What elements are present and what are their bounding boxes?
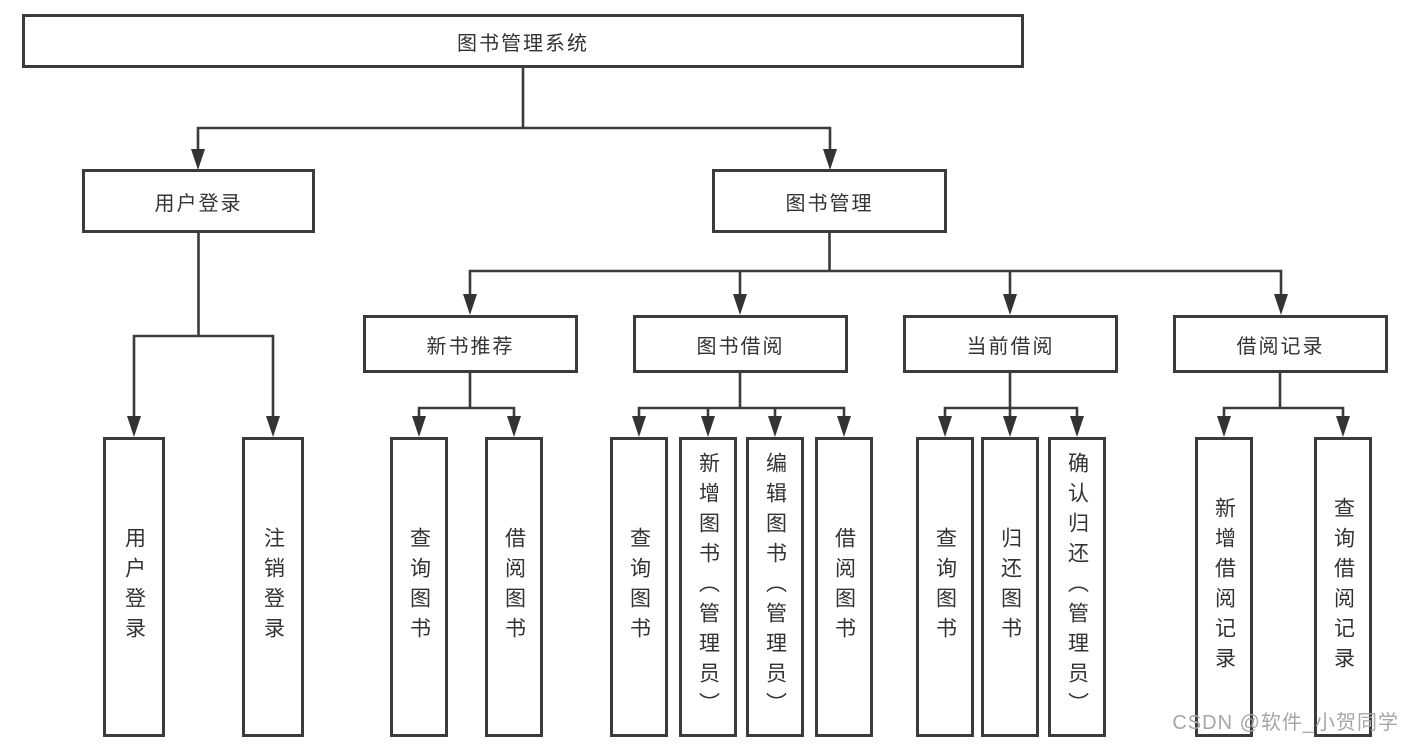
node-leaf-br-query-record: 查询借阅记录 xyxy=(1314,437,1372,737)
node-label: 用户登录 xyxy=(122,527,146,647)
watermark-text: CSDN @软件_小贺同学 xyxy=(1172,712,1399,734)
node-label: 图书管理 xyxy=(785,192,874,215)
node-label: 查询图书 xyxy=(627,527,651,647)
node-leaf-bb-borrow-books: 借阅图书 xyxy=(815,437,873,737)
node-leaf-nb-borrow-books: 借阅图书 xyxy=(485,437,543,737)
node-label: 查询图书 xyxy=(933,527,957,647)
node-label: 借阅图书 xyxy=(832,527,856,647)
node-label: 注销登录 xyxy=(261,527,285,647)
node-leaf-user-login: 用户登录 xyxy=(103,437,165,737)
node-label: 图书管理系统 xyxy=(457,32,589,55)
node-label: 用户登录 xyxy=(154,192,243,215)
node-label: 新增借阅记录 xyxy=(1212,497,1236,677)
node-label: 确认归还（管理员） xyxy=(1065,452,1089,722)
node-book-management: 图书管理 xyxy=(712,169,947,233)
node-leaf-cb-confirm-return: 确认归还（管理员） xyxy=(1048,437,1106,737)
node-label: 查询借阅记录 xyxy=(1331,497,1355,677)
node-label: 借阅记录 xyxy=(1236,335,1325,358)
node-borrow-records: 借阅记录 xyxy=(1173,315,1388,373)
node-leaf-bb-add-books: 新增图书（管理员） xyxy=(679,437,737,737)
node-leaf-bb-edit-books: 编辑图书（管理员） xyxy=(746,437,804,737)
node-label: 查询图书 xyxy=(407,527,431,647)
node-label: 新增图书（管理员） xyxy=(696,452,720,722)
node-label: 借阅图书 xyxy=(502,527,526,647)
node-book-borrow: 图书借阅 xyxy=(633,315,848,373)
node-user-login: 用户登录 xyxy=(82,169,315,233)
node-leaf-cb-return-books: 归还图书 xyxy=(981,437,1039,737)
node-leaf-bb-query-books: 查询图书 xyxy=(610,437,668,737)
node-label: 图书借阅 xyxy=(696,335,785,358)
node-label: 新书推荐 xyxy=(426,335,515,358)
node-leaf-br-add-record: 新增借阅记录 xyxy=(1195,437,1253,737)
node-root: 图书管理系统 xyxy=(22,14,1024,68)
node-leaf-logout: 注销登录 xyxy=(242,437,304,737)
node-current-borrow: 当前借阅 xyxy=(903,315,1118,373)
node-label: 当前借阅 xyxy=(966,335,1055,358)
node-label: 编辑图书（管理员） xyxy=(763,452,787,722)
node-new-book-recommend: 新书推荐 xyxy=(363,315,578,373)
node-leaf-cb-query-books: 查询图书 xyxy=(916,437,974,737)
node-leaf-nb-query-books: 查询图书 xyxy=(390,437,448,737)
node-label: 归还图书 xyxy=(998,527,1022,647)
